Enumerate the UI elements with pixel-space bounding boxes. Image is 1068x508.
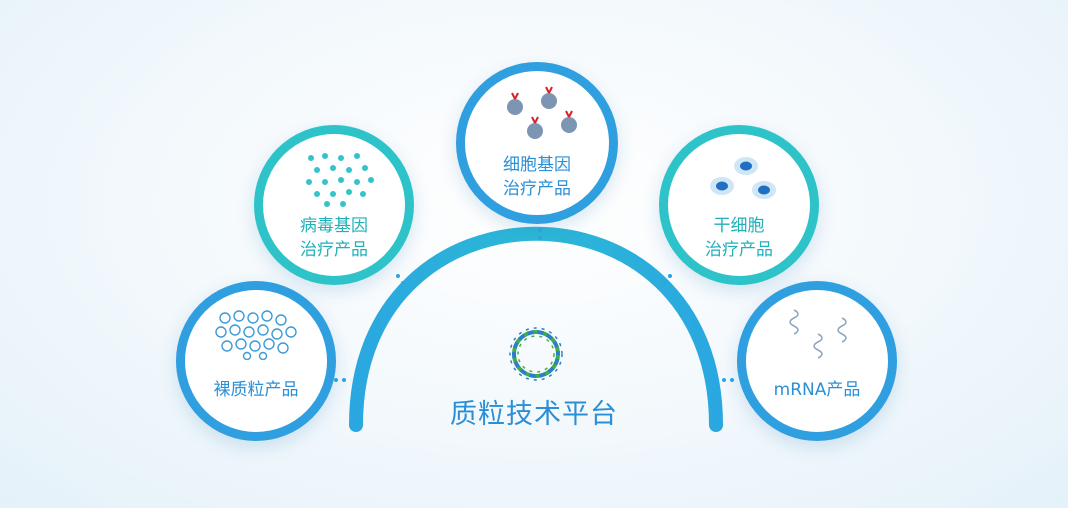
node-label-line1: 裸质粒产品 (213, 380, 299, 400)
node-label-line1: mRNA产品 (773, 380, 861, 400)
node-label-line2: 治疗产品 (503, 179, 571, 199)
connector-dots (334, 228, 734, 382)
node-label-line1: 干细胞 (713, 216, 765, 236)
node-label-line1: 病毒基因 (300, 216, 368, 236)
plasmid-dna-ring-icon (509, 327, 563, 381)
node-label-line2: 治疗产品 (300, 240, 368, 260)
stem-cells-icon (710, 157, 776, 199)
platform-title: 质粒技术平台 (450, 399, 618, 430)
node-label-line2: 治疗产品 (705, 240, 773, 260)
node-viral-gene-therapy[interactable]: 病毒基因 治疗产品 (254, 125, 414, 285)
node-naked-plasmid[interactable]: 裸质粒产品 (176, 281, 336, 441)
node-stem-cell[interactable]: 干细胞 治疗产品 (659, 125, 819, 285)
plasmid-circles-icon (215, 310, 297, 360)
node-cell-gene-therapy[interactable]: 细胞基因 治疗产品 (456, 62, 618, 224)
node-mrna[interactable]: mRNA产品 (737, 281, 897, 441)
node-label-line1: 细胞基因 (503, 155, 571, 175)
immune-cells-icon (507, 86, 577, 139)
virus-particles-icon (306, 153, 374, 207)
rna-strands-icon (789, 309, 847, 359)
